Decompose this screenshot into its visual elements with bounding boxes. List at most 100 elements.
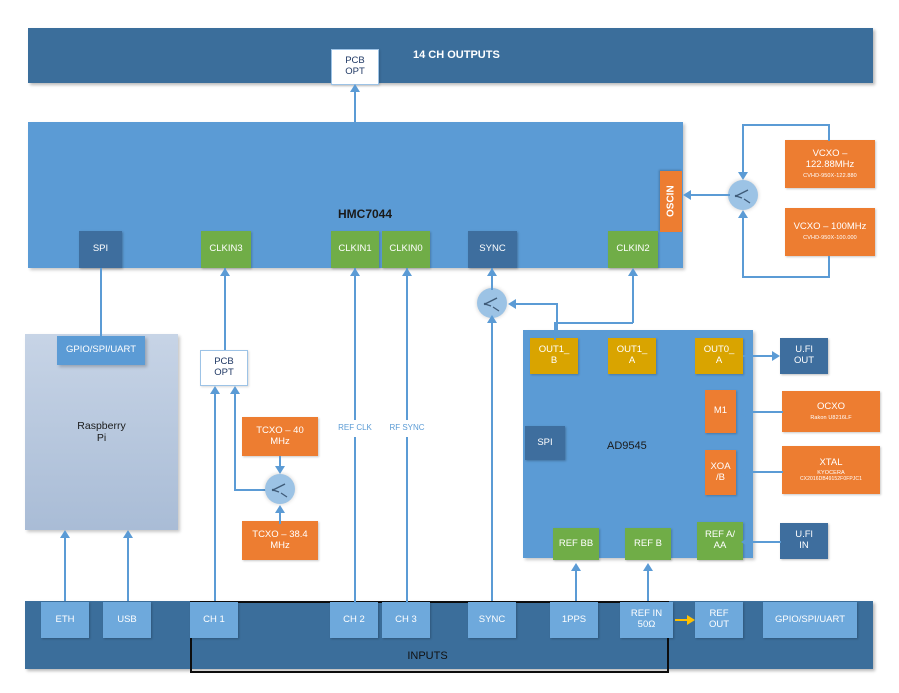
connector-1pps[interactable]: 1PPS xyxy=(550,602,598,638)
connector-tcxoswitch-to-pcbopt-h xyxy=(234,489,270,491)
ad9545-port-ref-a-aa[interactable]: REF A/ AA xyxy=(697,522,743,560)
ocxo-block[interactable]: OCXO Rakon U8216LF xyxy=(782,391,880,432)
ad9545-port-out1-b[interactable]: OUT1_ B xyxy=(530,338,578,374)
vcxo-selector-switch[interactable] xyxy=(728,180,758,210)
connector-gpio-to-spi xyxy=(100,268,102,336)
connector-ch3[interactable]: CH 3 xyxy=(382,602,430,638)
ad9545-port-ref-bb[interactable]: REF BB xyxy=(553,528,599,560)
hmc7044-port-clkin0[interactable]: CLKIN0 xyxy=(382,231,430,268)
arrowhead-tcxoswitch-top xyxy=(275,466,285,474)
raspberry-pi-label: Raspberry Pi xyxy=(77,419,126,444)
connector-usb[interactable]: USB xyxy=(103,602,151,638)
hmc7044-port-spi[interactable]: SPI xyxy=(79,231,122,268)
arrowhead-m1 xyxy=(738,407,746,417)
ad9545-refaaa-label: REF A/ AA xyxy=(704,529,736,551)
arrowhead-syncswitch-bottom xyxy=(487,315,497,323)
hmc7044-label: HMC7044 xyxy=(338,207,393,221)
hmc7044-port-clkin3[interactable]: CLKIN3 xyxy=(201,231,251,268)
connector-out1b-to-clkin2-v2 xyxy=(632,276,634,323)
connector-syncjack-to-switch xyxy=(491,322,493,601)
hmc7044-port-oscin[interactable]: OSCIN xyxy=(660,171,682,232)
vcxo-12288-block[interactable]: VCXO – 122.88MHz CVHD-950X-122.880 xyxy=(785,140,875,188)
hmc7044-port-sync[interactable]: SYNC xyxy=(468,231,517,268)
connector-vcxo100-v1 xyxy=(828,256,830,278)
ad9545-port-out1-a[interactable]: OUT1_ A xyxy=(608,338,656,374)
connector-switch-to-oscin xyxy=(690,194,730,196)
connector-rfsync-line-upper xyxy=(406,268,408,420)
connector-ch2[interactable]: CH 2 xyxy=(330,602,378,638)
ad9545-port-out0-a[interactable]: OUT0_ A xyxy=(695,338,743,374)
hmc7044-port-clkin2-label: CLKIN2 xyxy=(616,243,650,255)
connector-vcxo100-h xyxy=(742,276,830,278)
raspberry-pi-gpio-header[interactable]: GPIO/SPI/UART xyxy=(57,336,145,365)
pcb-opt-mid-block[interactable]: PCB OPT xyxy=(200,350,248,386)
ufl-out-block[interactable]: U.Fl OUT xyxy=(780,338,828,374)
connector-out1b-to-clkin2-v1 xyxy=(554,322,556,340)
pcb-opt-top-block[interactable]: PCB OPT xyxy=(331,49,379,85)
ad9545-port-m1[interactable]: M1 xyxy=(705,390,736,433)
connector-vcxo12288-v2 xyxy=(742,124,744,174)
connector-ch1[interactable]: CH 1 xyxy=(190,602,238,638)
connector-vcxo12288-v1 xyxy=(828,124,830,141)
connector-pcbopt-to-outputs xyxy=(354,90,356,122)
connector-out1a-to-syncswitch-h xyxy=(515,303,558,305)
connector-ref-out-label: REF OUT xyxy=(708,608,730,630)
ad9545-port-ref-b[interactable]: REF B xyxy=(625,528,671,560)
ufl-in-block[interactable]: U.Fl IN xyxy=(780,523,828,559)
arrowhead-clkin2 xyxy=(628,268,638,276)
hmc7044-port-spi-label: SPI xyxy=(92,243,109,255)
vcxo-100-block[interactable]: VCXO – 100MHz CVHD-950X-100.000 xyxy=(785,208,875,256)
ad9545-spi-label: SPI xyxy=(537,436,553,448)
connector-refclk-line-lower xyxy=(354,437,356,601)
pcb-opt-mid-label: PCB OPT xyxy=(214,356,234,378)
tcxo-selector-switch[interactable] xyxy=(265,474,295,504)
connector-refin-to-refout xyxy=(675,619,688,621)
connector-ref-out[interactable]: REF OUT xyxy=(695,602,743,638)
vcxo-12288-part: CVHD-950X-122.880 xyxy=(803,172,857,179)
ad9545-port-xoa-b[interactable]: XOA /B xyxy=(705,450,736,495)
raspberry-pi-gpio-label: GPIO/SPI/UART xyxy=(65,344,137,356)
connector-ch2-label: CH 2 xyxy=(343,613,365,625)
connector-eth-label: ETH xyxy=(55,613,75,625)
connector-sync-label: SYNC xyxy=(478,613,506,625)
arrowhead-tcxoswitch-bottom xyxy=(275,505,285,513)
arrowhead-xoab xyxy=(738,467,746,477)
arrowhead-uflout xyxy=(772,351,780,361)
connector-uflin-to-refaaa xyxy=(748,541,781,543)
hmc7044-port-sync-label: SYNC xyxy=(479,243,506,255)
connector-ref-in-50ohm[interactable]: REF IN 50Ω xyxy=(620,602,673,638)
connector-rfsync-line-lower xyxy=(406,437,408,601)
connector-xtal-to-xoab xyxy=(745,471,783,473)
ad9545-m1-label: M1 xyxy=(713,405,728,417)
connector-1pps-label: 1PPS xyxy=(561,613,587,625)
arrowhead-refb xyxy=(643,563,653,571)
connector-eth[interactable]: ETH xyxy=(41,602,89,638)
line-tag-ref-clk: REF CLK xyxy=(338,423,372,432)
hmc7044-port-clkin0-label: CLKIN0 xyxy=(389,243,423,255)
connector-gpio-spi-uart-label: GPIO/SPI/UART xyxy=(774,613,846,625)
xtal-block[interactable]: XTAL KYOCERA CX2016DB49152F0FPJC1 xyxy=(782,446,880,494)
sync-selector-switch[interactable] xyxy=(477,288,507,318)
hmc7044-port-clkin1[interactable]: CLKIN1 xyxy=(331,231,379,268)
connector-out0a-to-uflout xyxy=(743,355,773,357)
ufl-out-label: U.Fl OUT xyxy=(793,344,815,366)
connector-pcbopt-mid-to-clkin3 xyxy=(224,268,226,350)
tcxo-384mhz-block[interactable]: TCXO – 38.4 MHz xyxy=(242,521,318,560)
tcxo-40mhz-block[interactable]: TCXO – 40 MHz xyxy=(242,417,318,456)
connector-tcxo40-to-switch xyxy=(279,456,281,469)
connector-usb-to-rpi xyxy=(127,537,129,601)
connector-gpio-spi-uart[interactable]: GPIO/SPI/UART xyxy=(763,602,857,638)
arrowhead-syncswitch-right xyxy=(508,299,516,309)
connector-tcxo384-to-switch xyxy=(279,512,281,524)
xtal-label: XTAL xyxy=(819,456,843,468)
outputs-bar-label: 14 CH OUTPUTS xyxy=(413,49,500,62)
ad9545-label: AD9545 xyxy=(607,440,647,452)
arrowhead-clkin0 xyxy=(402,268,412,276)
arrowhead-refbb xyxy=(571,563,581,571)
ad9545-port-spi[interactable]: SPI xyxy=(525,426,565,460)
pcb-opt-top-label: PCB OPT xyxy=(345,55,365,77)
connector-tcxoswitch-to-pcbopt-v xyxy=(234,392,236,490)
connector-ref-in-label: REF IN 50Ω xyxy=(630,608,663,630)
hmc7044-port-clkin2[interactable]: CLKIN2 xyxy=(608,231,658,268)
connector-sync[interactable]: SYNC xyxy=(468,602,516,638)
